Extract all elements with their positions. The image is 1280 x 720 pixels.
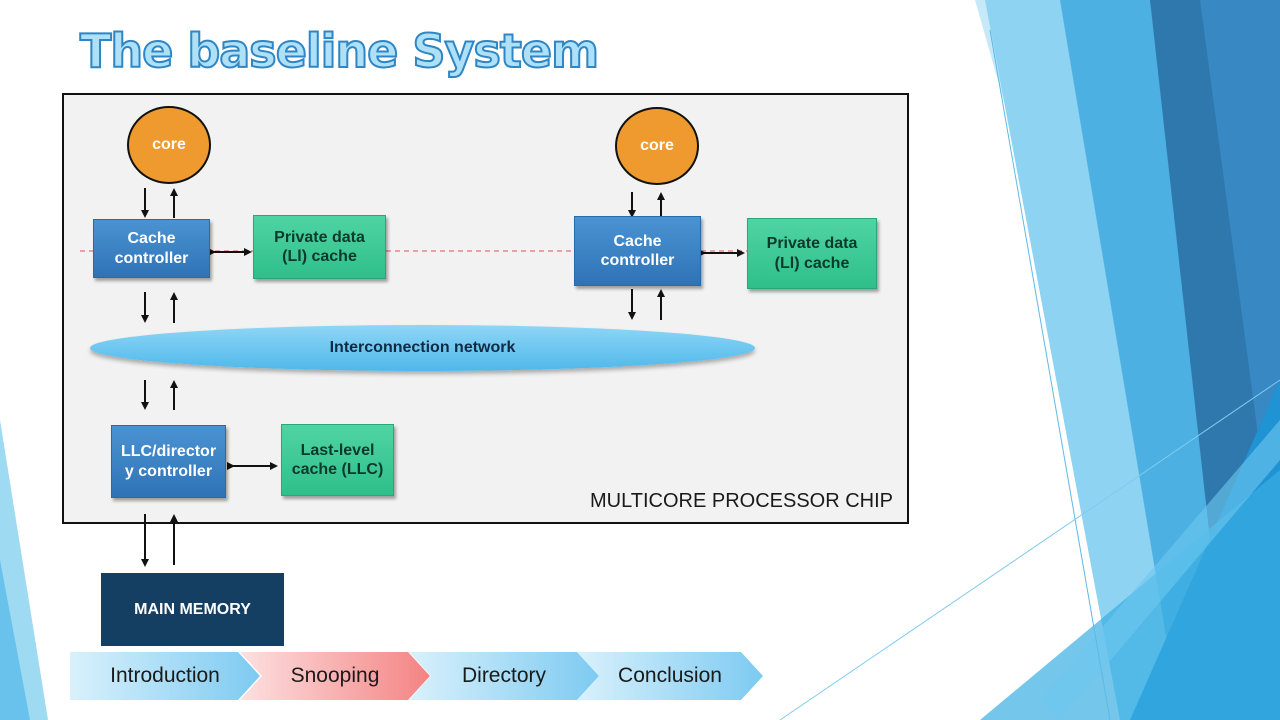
nav-introduction[interactable]: Introduction bbox=[70, 652, 260, 700]
private-cache-right: Private data (Ll) cache bbox=[747, 218, 877, 289]
core-node-right: core bbox=[615, 107, 699, 185]
nav-conclusion[interactable]: Conclusion bbox=[577, 652, 763, 700]
core-node-left: core bbox=[127, 106, 211, 184]
main-memory: MAIN MEMORY bbox=[101, 573, 284, 646]
nav-directory[interactable]: Directory bbox=[409, 652, 599, 700]
page-title: The baseline System bbox=[79, 23, 600, 79]
chip-label: MULTICORE PROCESSOR CHIP bbox=[590, 490, 893, 512]
cache-controller-right: Cache controller bbox=[574, 216, 701, 286]
nav-snooping[interactable]: Snooping bbox=[240, 652, 430, 700]
cache-controller-left: Cache controller bbox=[93, 219, 210, 278]
last-level-cache: Last-level cache (LLC) bbox=[281, 424, 394, 496]
interconnection-network: Interconnection network bbox=[90, 325, 755, 371]
private-cache-left: Private data (Ll) cache bbox=[253, 215, 386, 279]
llc-directory-controller: LLC/directory controller bbox=[111, 425, 226, 498]
